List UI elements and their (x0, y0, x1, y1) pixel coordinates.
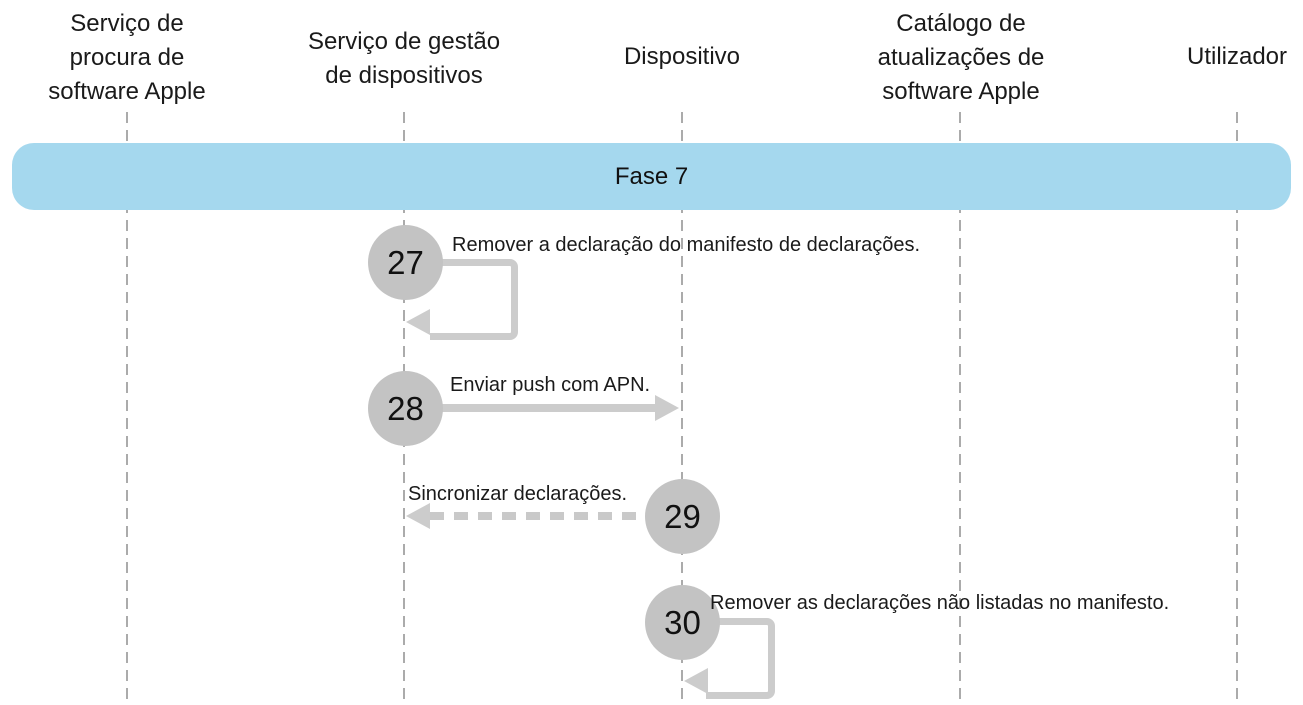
step-29-label: Sincronizar declarações. (408, 483, 627, 505)
lifeline-label-device-management-service: Serviço de gestão de dispositivos (307, 28, 501, 89)
phase-banner: Fase 7 (12, 143, 1291, 210)
step-28-arrowhead-icon (655, 395, 679, 421)
step-27-label: Remover a declaração do manifesto de dec… (452, 234, 921, 256)
lifeline-software-update-catalog (959, 112, 961, 705)
step-27-self-loop-arrow (430, 259, 518, 340)
step-29-number-badge: 29 (645, 479, 720, 554)
phase-banner-label: Fase 7 (614, 162, 689, 190)
step-30-label: Remover as declarações não listadas no m… (710, 592, 1170, 614)
lifeline-user (1236, 112, 1238, 705)
lifeline-device (681, 112, 683, 705)
lifeline-label-software-lookup-service: Serviço de procura de software Apple (48, 10, 206, 105)
step-28-number: 28 (387, 389, 424, 427)
lifeline-label-user: Utilizador (1186, 43, 1288, 70)
lifeline-label-device: Dispositivo (623, 43, 741, 70)
lifeline-label-software-update-catalog: Catálogo de atualizações de software App… (877, 10, 1045, 105)
step-29-message-arrow-dashed (430, 512, 650, 520)
step-27-number: 27 (387, 243, 424, 281)
step-27-arrowhead-icon (406, 309, 430, 335)
step-28-message-arrow (440, 404, 655, 412)
step-29-arrowhead-icon (406, 503, 430, 529)
step-28-number-badge: 28 (368, 371, 443, 446)
step-28-label: Enviar push com APN. (450, 374, 651, 396)
step-30-number-badge: 30 (645, 585, 720, 660)
lifeline-software-lookup-service (126, 112, 128, 705)
step-30-number: 30 (664, 603, 701, 641)
step-30-self-loop-arrow (706, 618, 775, 699)
step-27-number-badge: 27 (368, 225, 443, 300)
step-29-number: 29 (664, 497, 701, 535)
step-30-arrowhead-icon (684, 668, 708, 694)
